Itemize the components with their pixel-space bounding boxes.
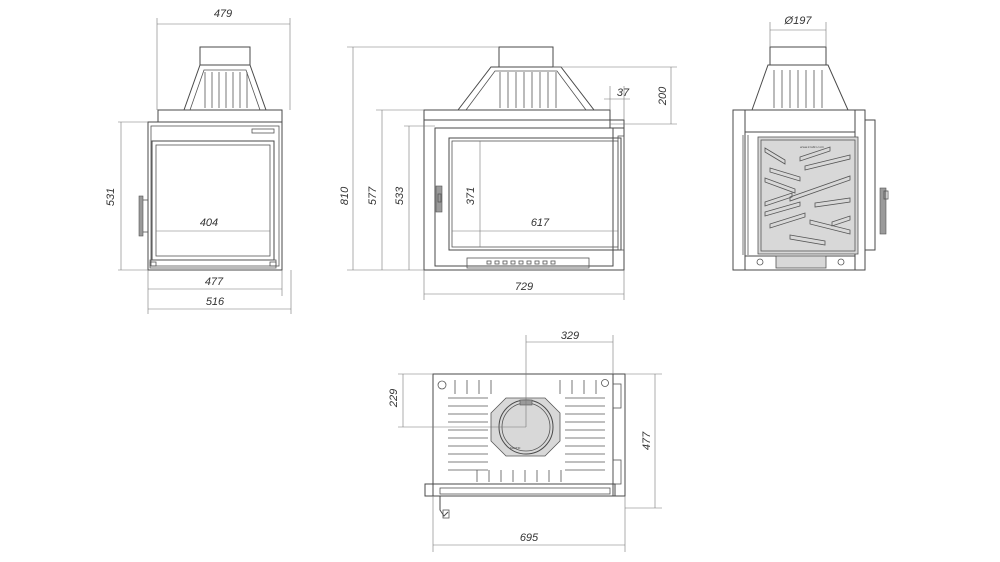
dim-side-inner-height: 533 (394, 186, 406, 205)
side-dimensions: 810 577 533 371 617 37 200 729 (339, 46, 677, 300)
side-view (423, 46, 625, 271)
top-handle-hook (439, 496, 449, 517)
front-hood (183, 64, 267, 111)
front-flue-collar (199, 46, 251, 66)
dim-top-depth: 477 (641, 431, 653, 450)
dim-side-glass-height: 371 (465, 187, 477, 205)
top-fins (448, 380, 605, 482)
front-glass (151, 140, 275, 261)
dim-front-height: 531 (105, 188, 117, 206)
front-hood-inner (189, 69, 261, 111)
front-hood-fins (204, 72, 248, 108)
rear-flue-collar (769, 46, 827, 66)
dim-side-body-height: 577 (367, 186, 379, 205)
front-top-plate (157, 109, 283, 123)
rear-view: www.kratki.com (732, 46, 889, 271)
side-body (423, 119, 625, 271)
side-flue-collar (498, 46, 554, 68)
front-door-frame (150, 125, 280, 267)
dim-top-offset-x: 329 (561, 330, 579, 342)
side-top-plate (423, 109, 611, 121)
dim-top-offset-y: 229 (388, 389, 400, 408)
front-latch-bar (251, 128, 275, 134)
dim-side-glass-width: 617 (531, 217, 550, 229)
rear-hood-fins (773, 70, 823, 108)
side-ash-vent (466, 257, 590, 269)
dim-side-overall-width: 729 (515, 281, 533, 293)
front-dimensions: 479 531 404 477 516 (105, 8, 292, 314)
side-vent-slots (486, 260, 556, 265)
side-hood-fins (499, 72, 557, 108)
front-ash-strip (149, 259, 277, 269)
front-body (147, 121, 283, 271)
dim-side-flange: 37 (617, 87, 630, 99)
front-glass-inner (155, 144, 271, 257)
side-hood (456, 66, 596, 111)
dim-rear-flue-diameter: Ø197 (784, 15, 813, 27)
top-dimensions: 329 229 477 695 (388, 330, 662, 552)
front-view (138, 46, 283, 271)
rear-door-handle (879, 187, 887, 235)
top-plate-label: KRATKI (510, 446, 521, 450)
top-bolt-left (437, 380, 447, 390)
front-door-handle (138, 195, 144, 237)
top-view: KRATKI (424, 373, 626, 519)
dim-front-overall-width: 516 (206, 296, 225, 308)
dim-front-top-width: 479 (214, 8, 232, 20)
side-glass (448, 137, 622, 251)
rear-plate-label: www.kratki.com (800, 145, 824, 149)
rear-heat-plate (757, 136, 859, 255)
top-front-plate (424, 483, 616, 497)
dim-side-total-height: 810 (339, 186, 351, 205)
side-door-handle (435, 185, 443, 213)
dim-top-width: 695 (520, 532, 539, 544)
top-bolt-right (601, 379, 609, 387)
rear-dimensions: Ø197 (769, 15, 827, 47)
rear-right-flange (864, 119, 876, 251)
dim-front-inner-width: 477 (205, 276, 224, 288)
dim-side-top-height: 200 (657, 86, 669, 106)
top-right-flange (612, 373, 626, 497)
rear-upper-band (744, 109, 856, 133)
rear-hood (751, 64, 849, 111)
rear-herringbone-pattern (764, 146, 851, 246)
dim-front-glass-width: 404 (200, 217, 218, 229)
side-door-frame (434, 127, 614, 267)
